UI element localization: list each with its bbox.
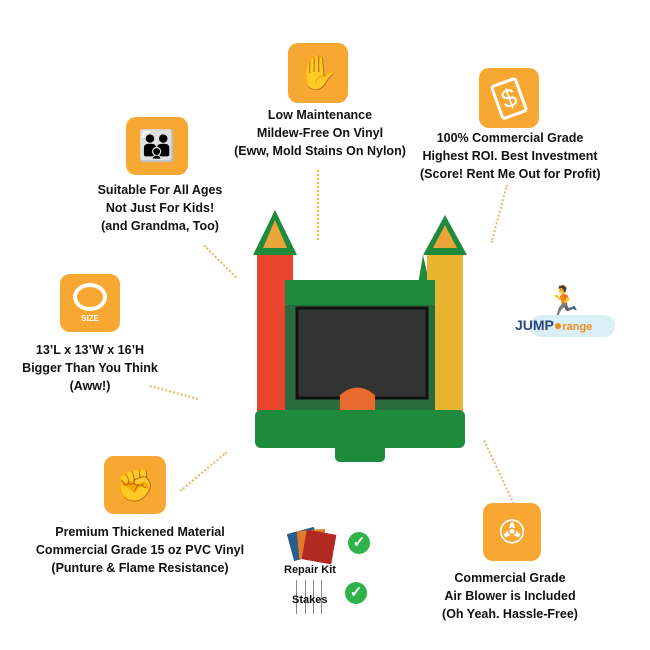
stakes-label: Stakes <box>292 594 328 606</box>
feature-line: Premium Thickened Material <box>55 525 225 539</box>
feature-line: Commercial Grade 15 oz PVC Vinyl <box>35 543 245 557</box>
repair-kit-image <box>286 526 337 565</box>
connector-line <box>483 440 515 505</box>
logo-text: JUMP <box>515 317 554 333</box>
feature-material: Premium Thickened Material Commercial Gr… <box>30 523 250 577</box>
feature-line: (Eww, Mold Stains On Nylon) <box>234 144 406 158</box>
feature-line: (Punture & Flame Resistance) <box>51 561 229 575</box>
feature-line: Mildew-Free On Vinyl <box>256 126 384 140</box>
feature-blower: Commercial Grade Air Blower is Included … <box>430 569 590 623</box>
feature-line: (Aww!) <box>69 379 111 393</box>
feature-line: Suitable For All Ages <box>97 183 223 197</box>
feature-line: 13’L x 13’W x 16’H <box>35 343 145 357</box>
check-icon: ✓ <box>345 582 367 604</box>
jumporange-logo: 🏃 JUMP●range <box>515 285 615 345</box>
feature-commercial: 100% Commercial Grade Highest ROI. Best … <box>420 129 601 183</box>
feature-line: Bigger Than You Think <box>22 361 158 375</box>
feature-size: 13’L x 13’W x 16’H Bigger Than You Think… <box>20 341 160 395</box>
feature-line: Air Blower is Included <box>444 589 576 603</box>
fist-icon: ✊ <box>104 456 166 514</box>
connector-line <box>203 245 237 279</box>
feature-line: (and Grandma, Too) <box>101 219 219 233</box>
feature-line: Commercial Grade <box>454 571 566 585</box>
family-icon: 👪 <box>126 117 188 175</box>
feature-line: (Score! Rent Me Out for Profit) <box>420 167 601 181</box>
feature-ages: Suitable For All Ages Not Just For Kids!… <box>80 181 240 235</box>
money-icon: $ <box>479 68 539 128</box>
feature-line: Low Maintenance <box>267 108 373 122</box>
connector-line <box>180 451 228 492</box>
hand-icon: ✋ <box>288 43 348 103</box>
connector-line <box>490 184 508 243</box>
bounce-house-image <box>253 210 467 462</box>
logo-text: range <box>562 321 593 333</box>
feature-line: 100% Commercial Grade <box>436 131 584 145</box>
jumper-icon: 🏃 <box>545 286 583 319</box>
check-icon: ✓ <box>348 532 370 554</box>
size-label: SIZE <box>81 314 99 323</box>
feature-line: Not Just For Kids! <box>105 201 215 215</box>
fan-icon: ✇ <box>483 503 541 561</box>
repair-kit-label: Repair Kit <box>284 564 336 576</box>
feature-maintenance: Low Maintenance Mildew-Free On Vinyl (Ew… <box>210 106 430 160</box>
feature-line: Highest ROI. Best Investment <box>422 149 598 163</box>
tape-measure-icon: SIZE <box>60 274 120 332</box>
feature-line: (Oh Yeah. Hassle-Free) <box>442 607 578 621</box>
stakes-image <box>296 580 327 614</box>
